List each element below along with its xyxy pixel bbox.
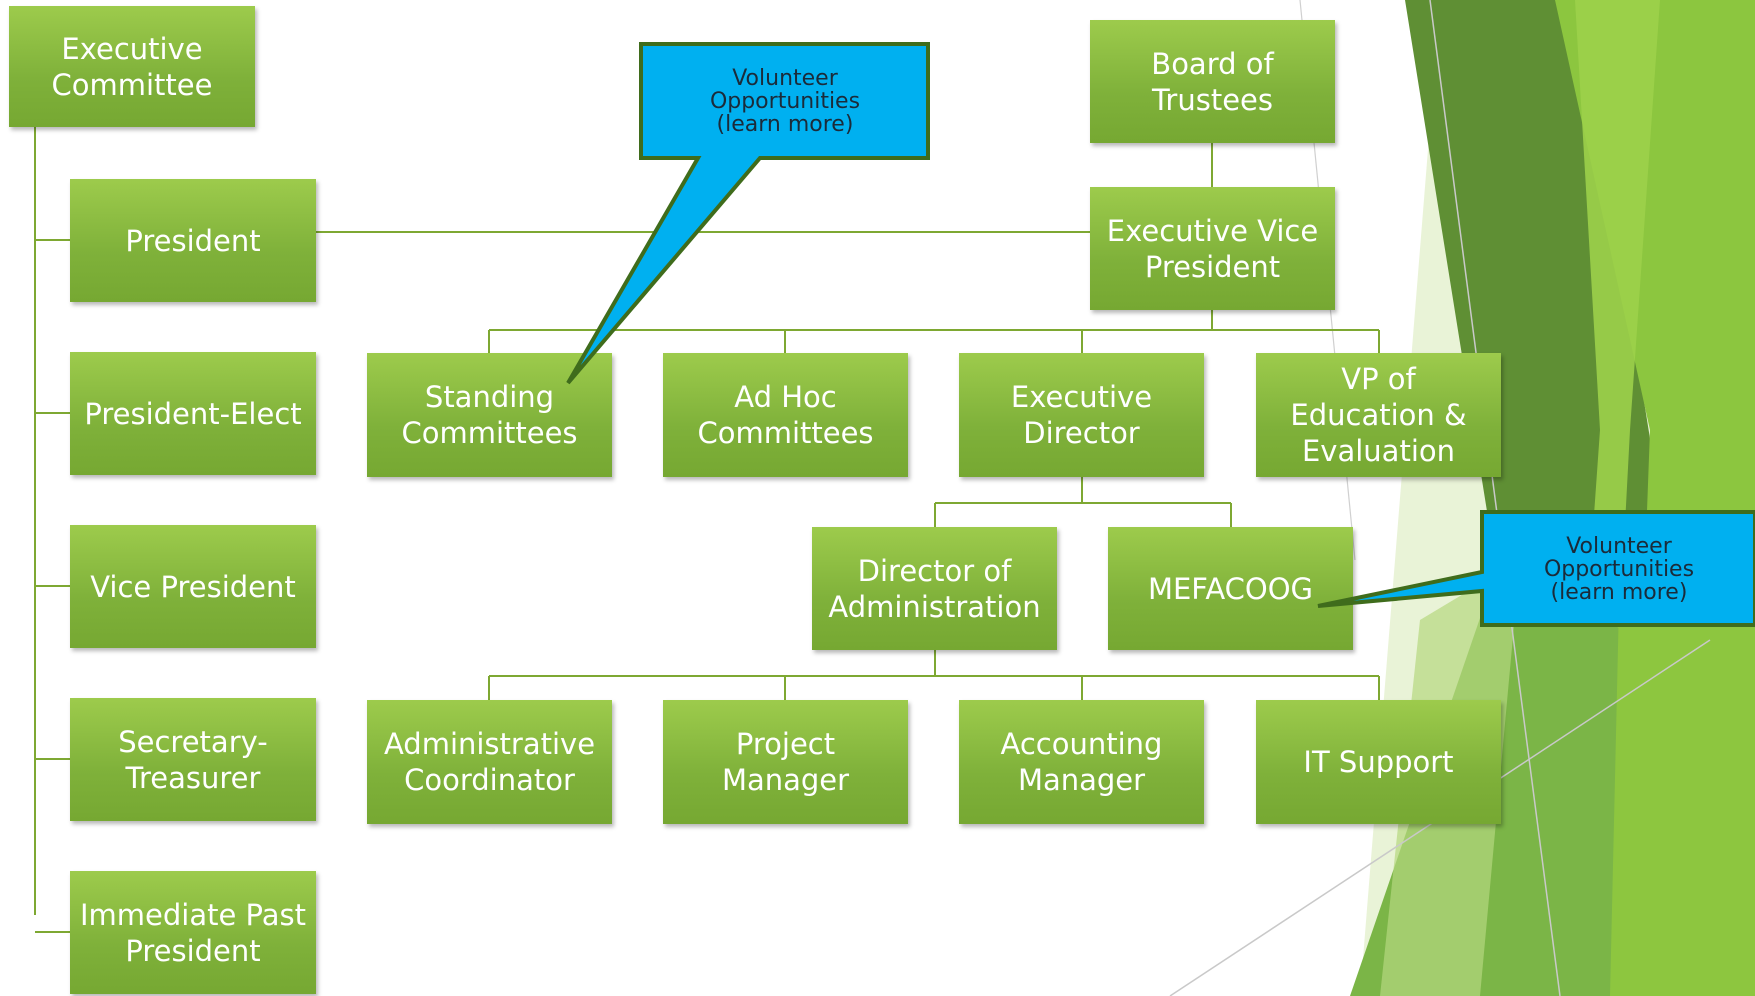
node-label: Executive Director <box>1010 380 1153 450</box>
node-label: MEFACOOG <box>1147 571 1314 606</box>
callout-mefacoog[interactable]: Volunteer Opportunities (learn more) <box>1543 533 1695 605</box>
node-label: Vice President <box>90 569 296 604</box>
callout-standing-committees[interactable]: Volunteer Opportunities (learn more) <box>709 65 861 137</box>
node-label: Ad Hoc Committees <box>697 380 874 450</box>
node-label: President <box>125 223 261 258</box>
node-label: Executive Vice President <box>1106 213 1319 284</box>
bg-thin-line-1 <box>1429 0 1561 996</box>
node-vice-president[interactable]: Vice President <box>70 525 316 648</box>
node-executive-committee[interactable]: Executive Committee <box>9 6 255 127</box>
node-label: Secretary- Treasurer <box>118 724 268 795</box>
node-label: Administrative Coordinator <box>383 727 596 797</box>
node-label: IT Support <box>1303 745 1454 779</box>
node-accounting-manager[interactable]: Accounting Manager <box>959 700 1204 824</box>
node-project-manager[interactable]: Project Manager <box>663 700 908 824</box>
node-label: Project Manager <box>721 727 850 797</box>
node-label: Standing Committees <box>401 380 578 450</box>
node-mefacoog[interactable]: MEFACOOG <box>1108 527 1353 650</box>
node-ad-hoc-committees[interactable]: Ad Hoc Committees <box>663 353 908 477</box>
node-executive-vice-president[interactable]: Executive Vice President <box>1090 187 1335 310</box>
node-board-of-trustees[interactable]: Board of Trustees <box>1090 20 1335 143</box>
node-standing-committees[interactable]: Standing Committees <box>367 353 612 477</box>
node-label: VP of Education & Evaluation <box>1290 362 1467 468</box>
node-executive-director[interactable]: Executive Director <box>959 353 1204 477</box>
node-label: Immediate Past President <box>80 897 306 968</box>
node-vp-education-evaluation[interactable]: VP of Education & Evaluation <box>1256 353 1501 477</box>
node-secretary-treasurer[interactable]: Secretary- Treasurer <box>70 698 316 821</box>
node-president[interactable]: President <box>70 179 316 302</box>
bg-shape-lower-right <box>1610 520 1755 996</box>
node-label: Board of Trustees <box>1151 46 1274 117</box>
node-label: Accounting Manager <box>1000 727 1163 797</box>
node-president-elect[interactable]: President-Elect <box>70 352 316 475</box>
node-administrative-coordinator[interactable]: Administrative Coordinator <box>367 700 612 824</box>
node-director-of-administration[interactable]: Director of Administration <box>812 527 1057 650</box>
node-immediate-past-president[interactable]: Immediate Past President <box>70 871 316 994</box>
node-label: President-Elect <box>84 396 302 431</box>
node-label: Director of Administration <box>828 553 1041 624</box>
node-label: Executive Committee <box>51 31 213 102</box>
node-it-support[interactable]: IT Support <box>1256 700 1501 824</box>
